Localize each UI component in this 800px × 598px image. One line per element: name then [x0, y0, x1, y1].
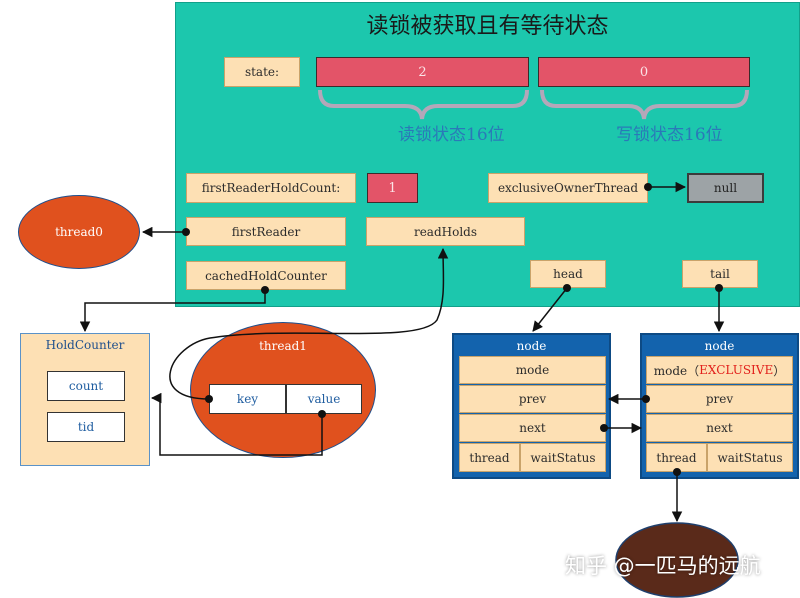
cached-hold-counter-arrow — [79, 290, 266, 333]
cached-hold-counter-field: cachedHoldCounter — [186, 261, 346, 290]
thread1-key-box: key — [209, 384, 286, 414]
read-state-label: 读锁状态16位 — [398, 125, 505, 145]
dot-tail — [715, 284, 723, 292]
dot-thread — [673, 468, 681, 476]
node-prev-cell: prev — [646, 385, 793, 413]
node-title: node — [516, 339, 547, 353]
dot-next — [600, 424, 608, 432]
dot-key — [205, 395, 213, 403]
exclusive-owner-thread-value: null — [687, 173, 764, 203]
tail-field: tail — [682, 260, 758, 288]
dot-exclusive-owner — [644, 183, 652, 191]
node-mode-cell: mode — [459, 356, 606, 384]
waiting-thread-ellipse — [615, 522, 739, 598]
node-mode-cell: mode（EXCLUSIVE） — [646, 356, 793, 384]
thread1-value-arrow — [150, 392, 323, 456]
diagram-title: 读锁被获取且有等待状态 — [366, 14, 609, 39]
dot-prev — [642, 395, 650, 403]
write-state-label: 写锁状态16位 — [616, 125, 723, 145]
node-thread-cell: thread — [646, 443, 707, 472]
hold-counter-panel: HoldCounter count tid — [20, 333, 150, 466]
node-next-cell: next — [646, 414, 793, 442]
read-holds-arrow — [169, 247, 449, 400]
thread1-label: thread1 — [259, 339, 307, 353]
thread0-ellipse: thread0 — [18, 195, 140, 269]
state-braces — [318, 89, 749, 120]
exclusive-owner-thread-label: exclusiveOwnerThread — [488, 173, 648, 203]
write-state-bits: 0 — [538, 57, 750, 87]
hold-counter-tid: tid — [47, 412, 125, 442]
dot-value — [318, 410, 326, 418]
sync-state-panel — [175, 2, 800, 307]
head-field: head — [530, 260, 606, 288]
mode-exclusive: EXCLUSIVE — [699, 363, 774, 377]
mode-suffix: ） — [773, 363, 786, 378]
head-arrow — [532, 287, 568, 332]
node-title: node — [704, 339, 735, 353]
first-reader-hold-count-value: 1 — [367, 173, 418, 203]
node-wait-status-cell: waitStatus — [520, 443, 606, 472]
mode-prefix: mode（ — [653, 363, 700, 378]
dot-head — [563, 284, 571, 292]
node-wait-status-cell: waitStatus — [707, 443, 793, 472]
first-reader-hold-count-label: firstReaderHoldCount: — [186, 173, 356, 203]
thread0-label: thread0 — [55, 225, 103, 239]
node-thread-cell: thread — [459, 443, 520, 472]
first-reader-field: firstReader — [186, 217, 346, 246]
hold-counter-count: count — [47, 371, 125, 401]
node-prev-cell: prev — [459, 385, 606, 413]
dot-first-reader — [182, 228, 190, 236]
dot-cached-hold-counter — [261, 286, 269, 294]
hold-counter-title: HoldCounter — [45, 338, 125, 352]
read-state-bits: 2 — [316, 57, 529, 87]
zhihu-watermark: 知乎 @一匹马的远航 — [565, 554, 761, 578]
state-label: state: — [224, 57, 300, 87]
read-holds-field: readHolds — [366, 217, 525, 246]
